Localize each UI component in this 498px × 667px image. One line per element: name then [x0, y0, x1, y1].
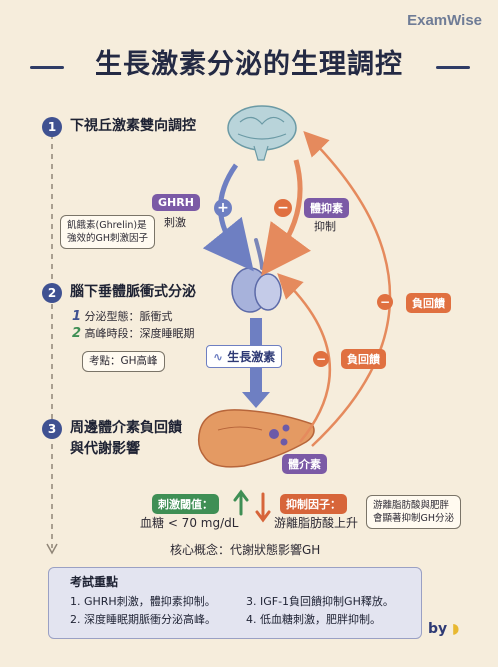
- step-2-number: 2: [42, 283, 62, 303]
- liver-icon: [197, 409, 315, 468]
- inhibit-factor-badge: 抑制因子：: [280, 494, 347, 514]
- somatostatin-badge: 體抑素: [304, 198, 349, 218]
- igf-badge: 體介素: [282, 454, 327, 474]
- step-3-title-line1: 周邊體介素負回饋: [70, 420, 182, 436]
- title-bar-right: [436, 66, 470, 69]
- somatostatin-action-label: 抑制: [314, 220, 336, 233]
- ghrelin-note: 飢餓素(Ghrelin)是 強效的GH刺激因子: [60, 215, 156, 249]
- minus-icon: −: [274, 199, 292, 217]
- exam-key-item-3: 3. IGF-1負回饋抑制GH釋放。: [246, 595, 394, 608]
- exam-key-item-4: 4. 低血糖刺激，肥胖抑制。: [246, 613, 381, 626]
- stim-threshold-badge: 刺激閾值：: [152, 494, 219, 514]
- pituitary-info-item-1: 1 分泌型態：脈衝式: [72, 308, 173, 324]
- ghrh-badge: GHRH: [152, 194, 200, 211]
- step-1-title: 下視丘激素雙向調控: [70, 118, 196, 134]
- title-bar-left: [30, 66, 64, 69]
- gh-label: ∿ 生長激素: [206, 345, 283, 368]
- fatty-note-line1: 游離脂肪酸與肥胖: [373, 500, 450, 511]
- exam-point-note: 考點：GH高峰: [82, 351, 165, 372]
- exam-key-item-2: 2. 深度睡眠期脈衝分泌高峰。: [70, 613, 216, 626]
- item-1-text: 分泌型態：脈衝式: [84, 310, 173, 323]
- exam-key-title: 考試重點: [70, 575, 119, 589]
- ghrh-action-label: 刺激: [164, 216, 186, 229]
- inhibit-down-arrow: [255, 492, 271, 523]
- feedback-minus-icon-2: −: [377, 294, 393, 310]
- plus-icon: +: [214, 199, 232, 217]
- stim-threshold-value: 血糖 < 70 mg/dL: [140, 516, 239, 530]
- brand-logo: ExamWise: [407, 12, 482, 29]
- gh-label-text: 生長激素: [227, 350, 276, 364]
- ghrelin-note-line1: 飢餓素(Ghrelin)是: [67, 220, 147, 231]
- pituitary-icon: [231, 238, 282, 313]
- ghrelin-note-line2: 強效的GH刺激因子: [67, 233, 149, 244]
- pituitary-info-item-2: 2 高峰時段：深度睡眠期: [72, 325, 195, 341]
- inhibit-factor-value: 游離脂肪酸上升: [274, 516, 359, 530]
- feedback-minus-icon-1: −: [313, 351, 329, 367]
- exam-key-item-1: 1. GHRH刺激，體抑素抑制。: [70, 595, 216, 608]
- fatty-acid-note: 游離脂肪酸與肥胖 會顯著抑制GH分泌: [366, 495, 462, 529]
- feedback-arrow-pituitary: [277, 273, 332, 443]
- pulse-icon: ∿: [213, 350, 224, 364]
- item-1-number: 1: [72, 309, 82, 324]
- somatostatin-arrow: [261, 159, 311, 277]
- fatty-note-line2: 會顯著抑制GH分泌: [373, 513, 455, 524]
- signature: by ◗: [428, 621, 459, 637]
- item-2-number: 2: [72, 326, 82, 341]
- feedback-badge-1: 負回饋: [341, 349, 386, 369]
- exam-key-box: [48, 567, 422, 639]
- item-2-text: 高峰時段：深度睡眠期: [84, 327, 195, 340]
- brain-icon: [227, 105, 297, 161]
- timeline-arrow-icon: [46, 543, 58, 555]
- step-3-title-line2: 與代謝影響: [70, 441, 140, 457]
- feedback-badge-2: 負回饋: [406, 293, 451, 313]
- core-concept: 核心概念：代謝狀態影響GH: [170, 543, 321, 557]
- stim-up-arrow: [233, 489, 249, 516]
- step-2-title: 腦下垂體脈衝式分泌: [70, 284, 196, 300]
- signature-text: by: [428, 621, 448, 637]
- gh-arrow-head: [242, 392, 270, 408]
- step-1-number: 1: [42, 117, 62, 137]
- banana-icon: ◗: [452, 621, 460, 637]
- step-3-number: 3: [42, 419, 62, 439]
- page-title: 生長激素分泌的生理調控: [95, 49, 403, 80]
